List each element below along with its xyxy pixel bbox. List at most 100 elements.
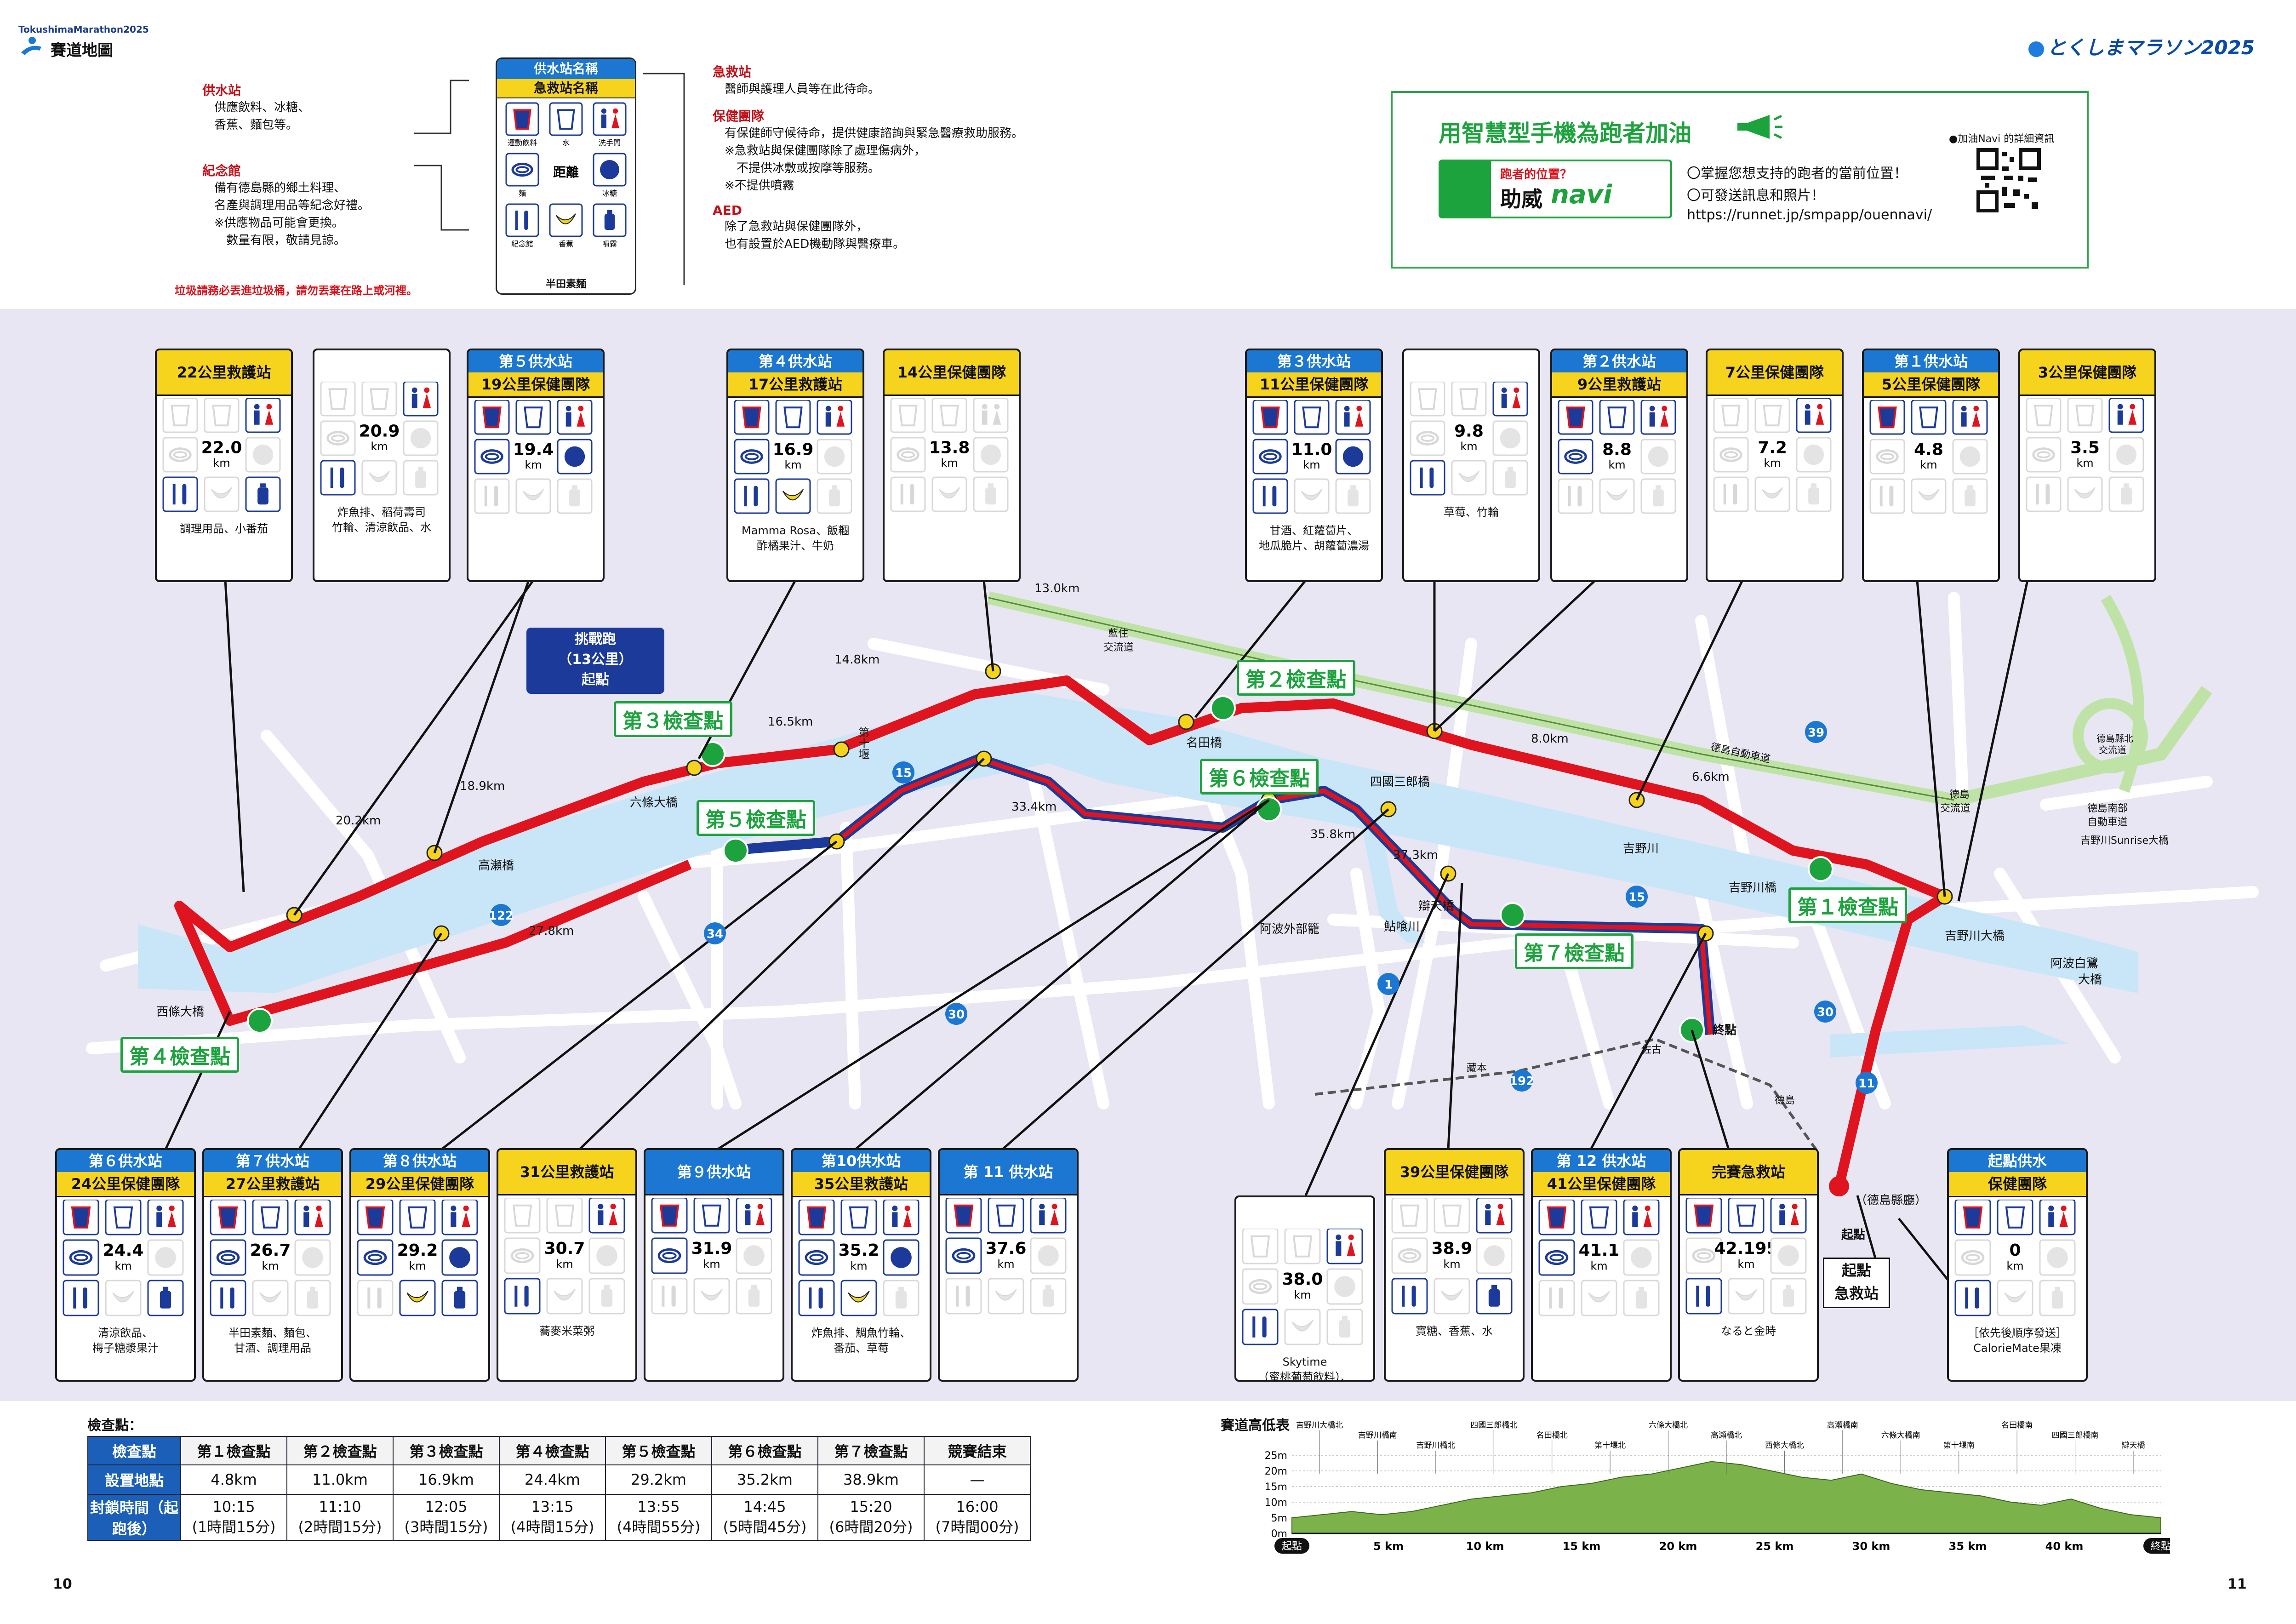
candy-icon: [1492, 420, 1528, 456]
map-label: 德島: [1949, 789, 1970, 801]
road-network: [86, 592, 2259, 1109]
sports-drink-icon: [945, 1198, 982, 1234]
event-logo: とくしまマラソン2025: [2028, 32, 2255, 60]
map-label: 阿波白鷺: [2050, 957, 2099, 971]
spray-icon: [588, 1278, 625, 1315]
table-cell: 4.8km: [180, 1464, 287, 1495]
table-cell: 10:15(1時間15分): [180, 1494, 287, 1541]
qr-code-icon[interactable]: [1976, 148, 2041, 212]
candy-icon: [147, 1239, 184, 1276]
station-icons: 38.0km: [1242, 1229, 1363, 1345]
distance-value: 7.2: [1758, 438, 1787, 457]
y-tick: 0m: [1271, 1528, 1287, 1540]
water-station-header: 第８供水站: [351, 1150, 488, 1172]
supply-line: 炸魚排、鯛魚竹輪、: [811, 1327, 911, 1339]
landmark-label: 名田橋北: [1536, 1431, 1568, 1440]
station-supplies: 調理用品、小番茄: [160, 521, 288, 537]
distance-unit: km: [850, 1260, 867, 1273]
toilet-icon: [1335, 400, 1371, 435]
x-tick: 起點: [1282, 1541, 1302, 1552]
supply-line: 炸魚排、稻荷壽司: [337, 506, 426, 519]
distance-value: 0: [2009, 1241, 2021, 1260]
logo-icon: [2028, 41, 2045, 57]
app-url[interactable]: https://runnet.jp/smpapp/ouennavi/: [1687, 207, 1932, 223]
aid-station-header: 31公里救護站: [498, 1150, 635, 1195]
route-number: 39: [1808, 726, 1824, 740]
candy-icon: [973, 437, 1009, 473]
supply-line: 番茄、草莓: [834, 1342, 889, 1355]
distance-value: 8.8: [1602, 440, 1632, 459]
noodle-icon: [320, 420, 356, 456]
map-label: 16.5km: [768, 715, 813, 729]
restaurant-icon: [890, 476, 926, 512]
water-station-header: 第６供水站: [57, 1150, 194, 1172]
sports-drink-icon: [1252, 400, 1288, 435]
candy-icon: [1326, 1268, 1363, 1305]
table-cell: 13:55(4時間55分): [605, 1494, 712, 1541]
distance-unit: km: [1590, 1260, 1607, 1273]
legend-icon-label: 噴霧: [602, 240, 617, 248]
restaurant-icon: [1538, 1280, 1575, 1316]
checkpoint-dots: [247, 695, 1833, 1043]
checkpoint-1-label: 第１檢查點: [1788, 887, 1907, 923]
map-label: 20.2km: [336, 814, 381, 828]
close-duration: (4時間15分): [510, 1518, 594, 1536]
toilet-icon: [593, 102, 627, 136]
distance-unit: km: [1737, 1258, 1754, 1271]
legend-icon-label: 運動飲料: [508, 138, 537, 147]
close-time: 13:15: [531, 1498, 574, 1515]
banana-icon: [1294, 478, 1330, 514]
sports-drink-icon: [1538, 1200, 1575, 1235]
y-tick: 20m: [1265, 1466, 1287, 1477]
restaurant-icon: [504, 1278, 541, 1315]
runner-logo-icon: [18, 36, 44, 60]
close-duration: (3時間15分): [404, 1518, 488, 1536]
noodle-icon: [1391, 1237, 1428, 1274]
app-badge: 跑者的位置？ 助威 navi: [1439, 160, 1672, 218]
route-number: 15: [895, 766, 912, 780]
landmark-label: 辯天橋: [2122, 1441, 2145, 1450]
landmark-label: 高瀬橋南: [1827, 1421, 1858, 1430]
map-label: 自動車道: [2087, 817, 2128, 828]
aid-station-header: 29公里保健團隊: [351, 1172, 488, 1197]
map-label: 吉野川Sunrise大橋: [2080, 835, 2169, 846]
restaurant-icon: [1410, 460, 1445, 496]
sports-drink-icon: [798, 1200, 835, 1235]
noodle-icon: [734, 439, 770, 475]
map-label: 吉野川橋: [1729, 881, 1777, 895]
station-icons: 26.7km: [210, 1200, 331, 1316]
spray-icon: [403, 460, 439, 496]
landmark-label: 六條大橋南: [1881, 1431, 1920, 1440]
aid-station-header: 第９供水站: [645, 1150, 782, 1195]
aid-station-header: 保健團隊: [1949, 1172, 2086, 1197]
legend-desc: 也有設置於AED機動隊與醫療車。: [725, 237, 905, 251]
banana-icon: [361, 460, 397, 496]
map-label: 高瀬橋: [478, 859, 514, 873]
banana-icon: [988, 1278, 1024, 1315]
table-cell: 11:10(2時間15分): [286, 1494, 394, 1541]
banana-icon: [2067, 476, 2103, 512]
spray-icon: [1335, 478, 1371, 514]
legend-desc: 供應飲料、冰糖、: [214, 101, 310, 114]
distance-value: 19.4: [513, 440, 554, 459]
megaphone-icon: [1733, 113, 1783, 143]
water-icon: [1294, 400, 1330, 435]
banana-icon: [1997, 1280, 2033, 1316]
restaurant-icon: [798, 1280, 835, 1316]
legend-title: 急救站: [713, 64, 752, 80]
landmark-label: 第十堰南: [1943, 1441, 1975, 1450]
map-label: 吉野川: [1623, 842, 1659, 856]
sports-drink-icon: [320, 382, 356, 417]
yoshino-river: [138, 690, 2138, 993]
aid-station-header: 39公里保健團隊: [1386, 1150, 1523, 1195]
spray-icon: [1796, 476, 1832, 512]
